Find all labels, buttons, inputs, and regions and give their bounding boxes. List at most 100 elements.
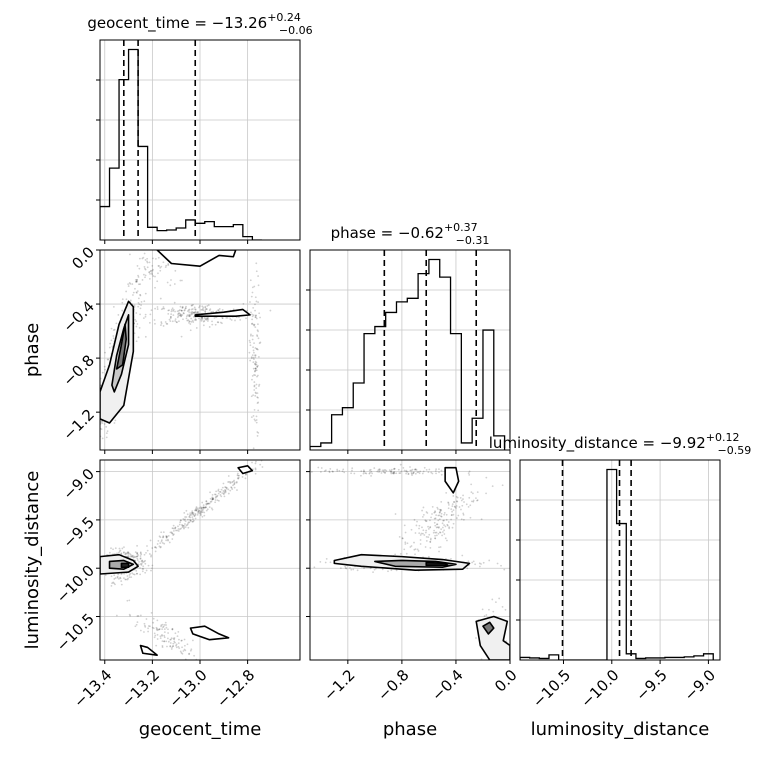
sample-point [128, 281, 131, 284]
sample-point [255, 421, 258, 424]
sample-point [443, 513, 446, 516]
sample-point [136, 552, 139, 555]
sample-point [383, 471, 386, 474]
x-tick-label: −10.5 [529, 666, 574, 711]
sample-point [255, 270, 258, 273]
sample-point [207, 304, 210, 307]
sample-point [136, 290, 139, 292]
sample-point [384, 471, 387, 474]
sample-point [196, 508, 199, 511]
sample-point [96, 433, 98, 435]
sample-point [427, 471, 430, 474]
sample-point [412, 472, 415, 474]
sample-point [137, 301, 140, 304]
sample-point [256, 392, 259, 395]
sample-point [112, 335, 115, 337]
panel-frame [309, 459, 511, 661]
sample-point [167, 535, 170, 537]
sample-point [204, 506, 207, 508]
sample-point [201, 511, 204, 513]
sample-point [181, 314, 184, 316]
sample-point [116, 552, 118, 555]
sample-point [174, 526, 177, 529]
sample-point [187, 309, 190, 311]
sample-point [236, 474, 239, 477]
sample-point [342, 468, 345, 471]
sample-point [252, 414, 255, 417]
sample-point [201, 317, 204, 319]
sample-point [418, 524, 421, 527]
sample-point [415, 524, 418, 527]
sample-point [168, 318, 171, 321]
sample-point [437, 508, 439, 510]
sample-point [438, 511, 441, 514]
sample-point [151, 547, 154, 549]
sample-point [336, 468, 339, 471]
sample-point [148, 261, 151, 264]
sample-point [414, 553, 416, 556]
sample-point [414, 468, 416, 471]
sample-point [364, 472, 367, 474]
x-tick-label: −9.5 [632, 666, 670, 704]
sample-point [218, 308, 221, 310]
sample-point [177, 309, 180, 312]
sample-point [425, 520, 428, 522]
sample-point [124, 553, 127, 556]
sample-point [217, 489, 220, 492]
sample-point [439, 546, 442, 548]
sample-point [434, 510, 436, 513]
sample-point [251, 378, 253, 381]
sample-point [228, 480, 231, 483]
sample-point [126, 575, 129, 577]
title-prefix: geocent_time = [87, 14, 211, 33]
sample-point [193, 306, 196, 309]
sample-point [456, 496, 459, 499]
sample-point [121, 301, 124, 304]
sample-point [360, 470, 363, 473]
sample-point [171, 532, 174, 535]
sample-point [179, 314, 181, 317]
sample-point [211, 498, 214, 501]
sample-point [155, 626, 158, 629]
sample-point [257, 301, 260, 304]
sample-point [410, 528, 413, 531]
sample-point [126, 551, 129, 553]
sample-point [405, 470, 408, 473]
sample-point [177, 525, 179, 528]
sample-point [390, 471, 393, 474]
sample-point [465, 503, 468, 506]
sample-point [161, 628, 164, 631]
sample-point [171, 646, 173, 649]
sample-point [257, 337, 260, 340]
sample-point [163, 624, 166, 626]
sample-point [257, 330, 259, 333]
sample-point [434, 537, 436, 539]
scatter-panel-geocent_time-vs-luminosity_distance: −10.5−10.0−9.5−9.0luminosity_distance−13… [22, 459, 301, 740]
sample-point [197, 509, 200, 512]
sample-point [323, 470, 326, 472]
sample-point [136, 621, 139, 624]
sample-point [123, 572, 126, 575]
sample-point [254, 303, 256, 306]
sample-point [229, 481, 232, 483]
sample-point [194, 319, 196, 321]
sample-point [196, 513, 199, 516]
sample-point [187, 522, 189, 525]
sample-point [229, 489, 232, 492]
sample-point [453, 505, 456, 508]
sample-point [385, 469, 388, 472]
sample-point [165, 640, 168, 643]
sample-point [231, 481, 234, 484]
sample-point [428, 468, 431, 471]
sample-point [165, 535, 167, 538]
sample-point [483, 615, 486, 617]
sample-point [160, 265, 163, 268]
sample-point [429, 537, 432, 540]
sample-point [501, 484, 504, 487]
sample-point [144, 259, 147, 261]
sample-point [125, 553, 128, 555]
sample-point [165, 536, 168, 539]
sample-point [235, 481, 238, 484]
sample-point [139, 563, 142, 565]
sample-point [255, 300, 258, 303]
